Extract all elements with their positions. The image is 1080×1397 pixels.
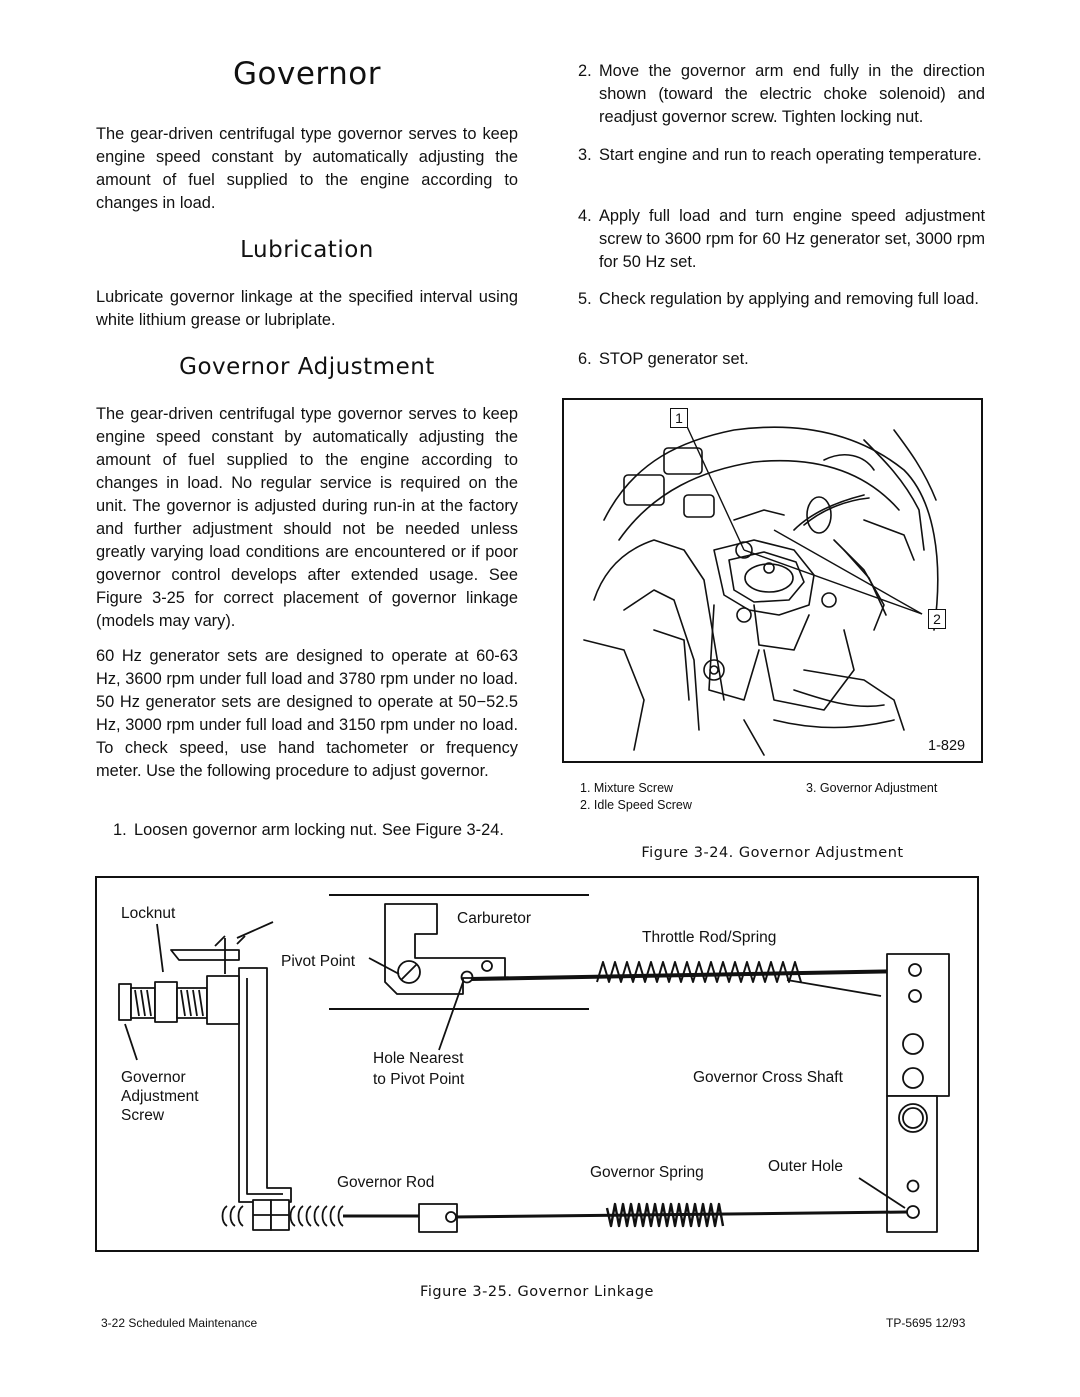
step-number: 4. — [578, 207, 592, 225]
step-text: STOP generator set. — [599, 350, 749, 368]
label-carburetor: Carburetor — [457, 910, 532, 927]
step-1: 1. Loosen governor arm locking nut. See … — [113, 819, 518, 865]
step-text: Check regulation by applying and removin… — [599, 290, 979, 308]
callout-1: 1 — [670, 408, 688, 428]
legend-item: 2. Idle Speed Screw — [580, 798, 692, 812]
figure-3-25-diagram: Locknut Pivot Point Carburetor Throttle … — [95, 876, 979, 1252]
step-number: 1. — [113, 821, 127, 839]
governor-linkage-drawing — [118, 894, 950, 1233]
governor-adjustment-heading: Governor Adjustment — [179, 354, 435, 380]
label-to-pivot-point: to Pivot Point — [373, 1071, 465, 1088]
page-title: Governor — [233, 56, 381, 92]
callout-2: 2 — [928, 609, 946, 629]
governor-intro-paragraph: The gear-driven centrifugal type governo… — [96, 125, 518, 212]
figure-3-25-caption: Figure 3-25. Governor Linkage — [420, 1284, 654, 1300]
figure-3-24-illustration: 1 2 1-829 — [562, 398, 983, 763]
label-governor-spring: Governor Spring — [590, 1164, 704, 1181]
step-number: 6. — [578, 350, 592, 368]
legend-item: 3. Governor Adjustment — [806, 781, 938, 795]
label-screw: Screw — [121, 1107, 165, 1124]
step-number: 2. — [578, 62, 592, 80]
step-number: 5. — [578, 290, 592, 308]
adjustment-paragraph-1: The gear-driven centrifugal type governo… — [96, 405, 518, 630]
label-governor-rod: Governor Rod — [337, 1174, 435, 1191]
step-text: Start engine and run to reach operating … — [599, 146, 982, 164]
label-governor-cross-shaft: Governor Cross Shaft — [693, 1069, 843, 1086]
label-outer-hole: Outer Hole — [768, 1158, 843, 1175]
label-adjustment: Adjustment — [121, 1088, 199, 1105]
lubrication-heading: Lubrication — [240, 237, 374, 263]
step-text: Move the governor arm end fully in the d… — [599, 62, 985, 126]
legend-item: 1. Mixture Screw — [580, 781, 674, 795]
label-throttle-rod-spring: Throttle Rod/Spring — [642, 929, 777, 946]
step-number: 3. — [578, 146, 592, 164]
figure-3-24-caption: Figure 3-24. Governor Adjustment — [641, 845, 904, 861]
label-governor: Governor — [121, 1069, 186, 1086]
label-locknut: Locknut — [121, 905, 176, 922]
engine-line-drawing — [583, 419, 939, 756]
footer-right: TP-5695 12/93 — [886, 1316, 966, 1330]
label-hole-nearest: Hole Nearest — [373, 1050, 464, 1067]
step-text: Apply full load and turn engine speed ad… — [599, 207, 985, 271]
step-text: Loosen governor arm locking nut. See Fig… — [134, 821, 504, 839]
figure-code: 1-829 — [928, 738, 966, 754]
adjustment-paragraph-2: 60 Hz generator sets are designed to ope… — [96, 647, 518, 780]
lubrication-paragraph: Lubricate governor linkage at the specif… — [96, 288, 518, 329]
footer-left: 3-22 Scheduled Maintenance — [101, 1316, 258, 1330]
label-pivot-point: Pivot Point — [281, 953, 356, 970]
